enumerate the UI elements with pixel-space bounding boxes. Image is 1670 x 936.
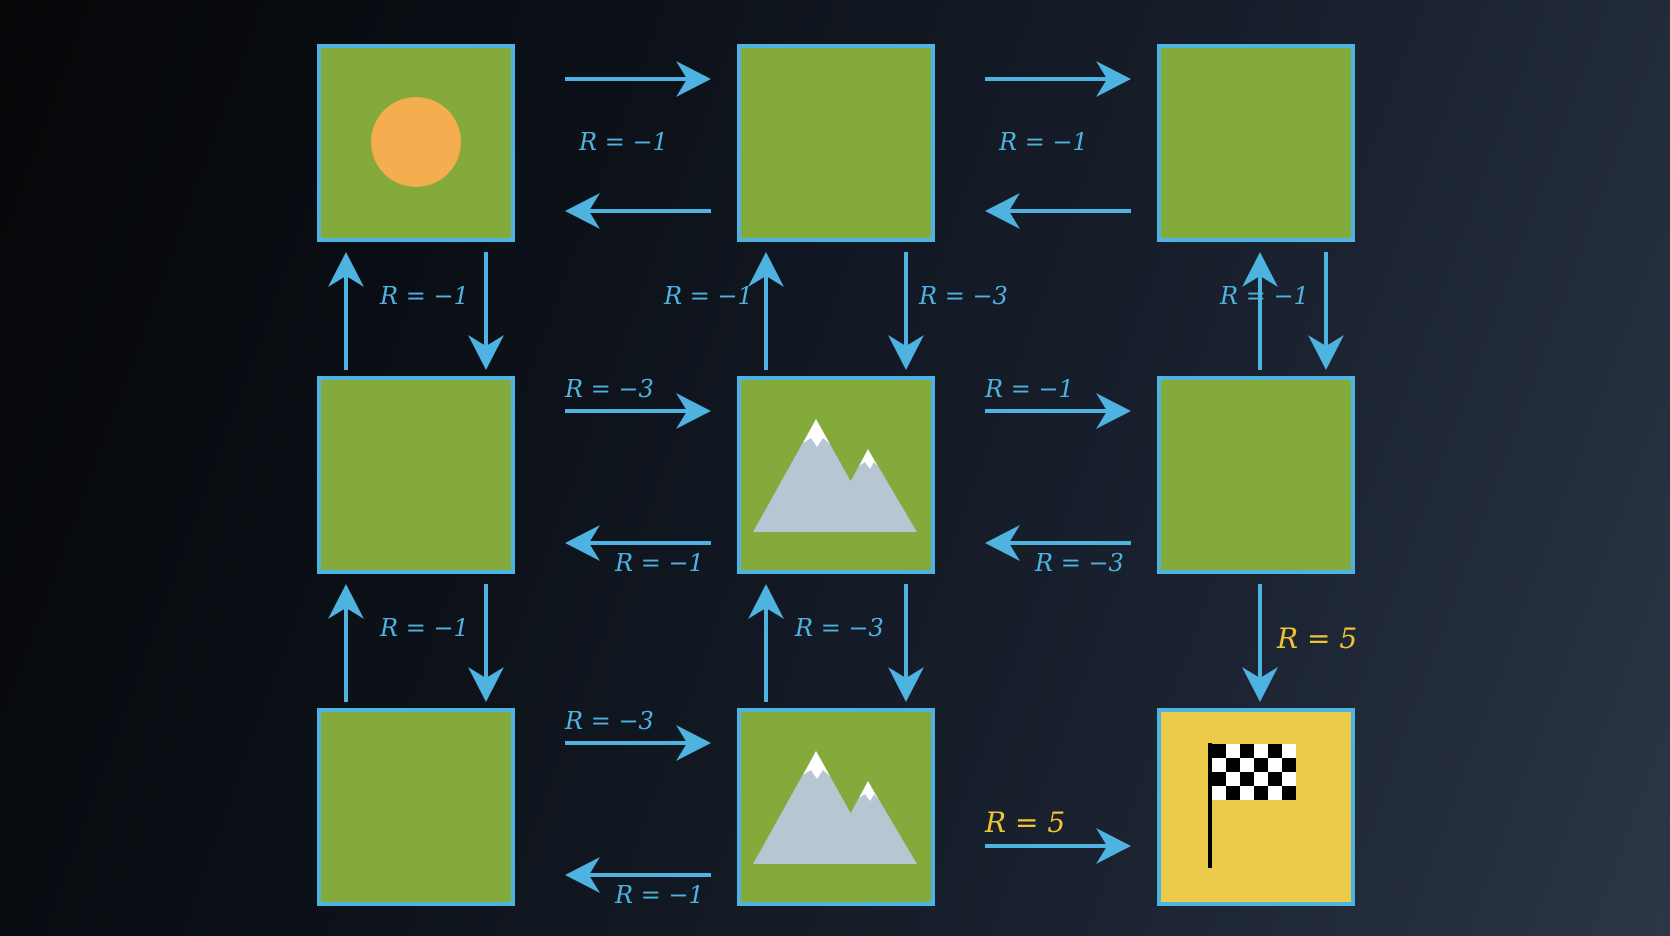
reward-label-21-to-20: R = −1: [614, 881, 704, 909]
cell-tile: [1157, 376, 1355, 574]
reward-label-11-to-10: R = −1: [614, 549, 704, 577]
grid-cell-1-0: [317, 376, 515, 574]
checkered-flag-icon: [1208, 743, 1296, 868]
agent-icon: [371, 97, 461, 187]
transition-arrow-11-to-12: [985, 393, 1131, 429]
grid-cell-2-0: [317, 708, 515, 906]
reward-label-11-to-21: R = −3: [794, 614, 884, 642]
transition-arrow-10-to-20: [468, 584, 504, 702]
transition-arrow-21-to-20: [565, 857, 711, 893]
reward-label-20-to-21: R = −3: [564, 707, 654, 735]
transition-arrow-11-to-01: [748, 252, 784, 370]
transition-arrow-12-to-02: [1242, 252, 1278, 370]
transition-arrow-00-to-10: [468, 252, 504, 370]
transition-arrow-10-to-00: [328, 252, 364, 370]
cell-tile: [317, 708, 515, 906]
reward-label-02-to-12: R = −1: [1219, 282, 1309, 310]
grid-cell-0-0: [317, 44, 515, 242]
transition-arrow-01-to-11: [888, 252, 924, 370]
transition-arrow-01-to-00: [565, 193, 711, 229]
transition-arrow-21-to-22: [985, 828, 1131, 864]
grid-cell-0-1: [737, 44, 935, 242]
mountain-icon: [753, 751, 917, 864]
transition-arrow-02-to-12: [1308, 252, 1344, 370]
grid-cell-0-2: [1157, 44, 1355, 242]
reward-label-21-to-22: R = 5: [984, 806, 1065, 839]
grid-cell-1-1: [737, 376, 935, 574]
reward-label-00-to-01: R = −1: [578, 128, 668, 156]
transition-arrow-12-to-11: [985, 525, 1131, 561]
cell-tile: [1157, 44, 1355, 242]
transition-arrow-10-to-11: [565, 393, 711, 429]
reward-label-01-to-02: R = −1: [998, 128, 1088, 156]
grid-cell-1-2: [1157, 376, 1355, 574]
transition-arrow-12-to-22: [1242, 584, 1278, 702]
transition-arrow-11-to-10: [565, 525, 711, 561]
transition-arrow-01-to-02: [985, 61, 1131, 97]
reward-label-01-to-11: R = −3: [918, 282, 1008, 310]
transition-arrow-02-to-01: [985, 193, 1131, 229]
mountain-icon: [753, 419, 917, 532]
reward-label-00-to-10: R = −1: [379, 282, 469, 310]
transition-arrow-20-to-21: [565, 725, 711, 761]
cell-tile: [317, 376, 515, 574]
reward-label-10-to-11: R = −3: [564, 375, 654, 403]
cell-tile: [737, 44, 935, 242]
grid-cell-2-1: [737, 708, 935, 906]
transition-arrow-11-to-21: [888, 584, 924, 702]
transition-arrow-20-to-10: [328, 584, 364, 702]
reward-label-12-to-11: R = −3: [1034, 549, 1124, 577]
transition-arrow-00-to-01: [565, 61, 711, 97]
grid-cell-2-2: [1157, 708, 1355, 906]
reward-label-11-to-01: R = −1: [663, 282, 753, 310]
reward-label-12-to-22: R = 5: [1276, 622, 1357, 655]
cell-tile: [1157, 708, 1355, 906]
reward-label-10-to-20: R = −1: [379, 614, 469, 642]
transition-arrow-21-to-11: [748, 584, 784, 702]
reward-label-11-to-12: R = −1: [984, 375, 1074, 403]
